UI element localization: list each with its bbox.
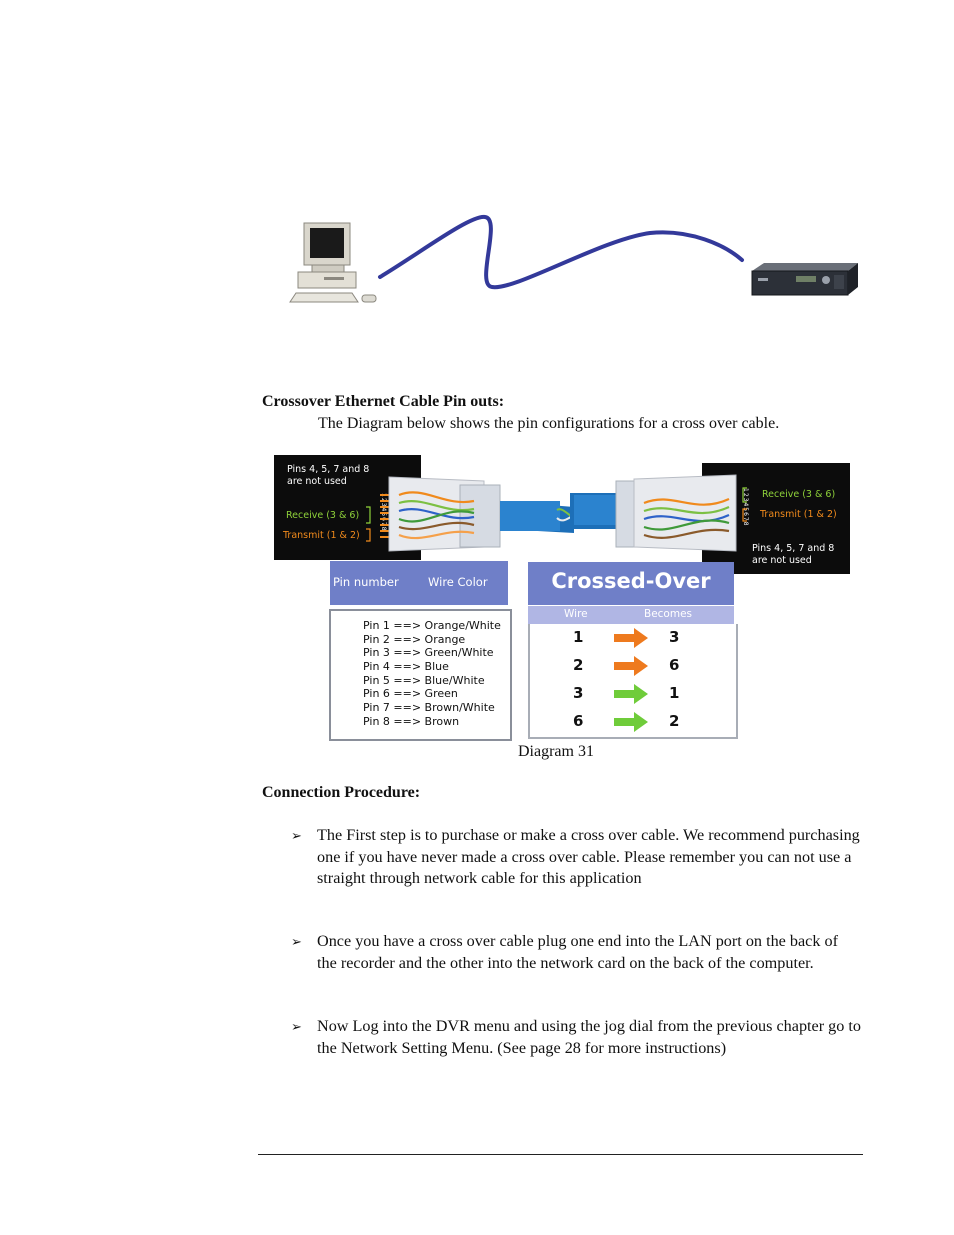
arrow-bullet-icon: ➢: [291, 934, 302, 949]
right-transmit-label: Transmit (1 & 2): [760, 509, 837, 520]
right-pin-digits: 12345678: [742, 488, 749, 527]
crossed-over-header: Crossed-Over: [528, 562, 734, 605]
pin-number-header: Pin number: [333, 575, 399, 589]
procedure-step-text: The First step is to purchase or make a …: [317, 826, 860, 887]
left-not-used-label-2: are not used: [287, 476, 347, 487]
pin-table-body: Pin 1 ==> Orange/White Pin 2 ==> Orange …: [329, 609, 512, 741]
right-receive-label: Receive (3 & 6): [762, 489, 836, 500]
crossover-heading: Crossover Ethernet Cable Pin outs:: [262, 393, 505, 410]
footer-rule: [258, 1154, 863, 1155]
right-not-used-label-2: are not used: [752, 555, 812, 566]
becomes-number: 2: [669, 712, 680, 730]
wire-color-header: Wire Color: [428, 575, 488, 589]
crossed-over-subheader: Wire Becomes: [528, 606, 734, 624]
right-arrow-icon: [614, 684, 648, 704]
left-not-used-label-1: Pins 4, 5, 7 and 8: [287, 464, 370, 475]
rj45-connector-illustration: [366, 474, 747, 552]
pin-row: Pin 8 ==> Brown: [363, 715, 460, 728]
becomes-number: 3: [669, 628, 680, 646]
network-connection-figure: [289, 214, 858, 303]
wire-column-header: Wire: [564, 608, 588, 620]
desktop-computer-icon: [289, 222, 377, 303]
pin-row: Pin 1 ==> Orange/White: [363, 619, 501, 632]
wire-number: 2: [573, 656, 584, 674]
procedure-step-text: Now Log into the DVR menu and using the …: [317, 1017, 861, 1057]
crossed-over-body: 1 3 2 6 3 1 6 2: [528, 624, 738, 739]
procedure-step-3: ➢ Now Log into the DVR menu and using th…: [291, 1016, 861, 1059]
pin-row: Pin 5 ==> Blue/White: [363, 674, 485, 687]
pin-row: Pin 6 ==> Green: [363, 687, 458, 700]
diagram-caption: Diagram 31: [518, 743, 594, 760]
left-receive-label: Receive (3 & 6): [286, 510, 360, 521]
network-cable: [378, 214, 744, 290]
right-arrow-icon: [614, 656, 648, 676]
pin-row: Pin 4 ==> Blue: [363, 660, 449, 673]
crossover-arrows: [614, 628, 648, 732]
procedure-step-2: ➢ Once you have a cross over cable plug …: [291, 931, 861, 974]
left-transmit-label: Transmit (1 & 2): [283, 530, 360, 541]
crossed-over-title: Crossed-Over: [551, 569, 711, 593]
pin-row: Pin 3 ==> Green/White: [363, 646, 494, 659]
procedure-step-1: ➢ The First step is to purchase or make …: [291, 825, 861, 890]
becomes-column-header: Becomes: [644, 608, 693, 620]
becomes-number: 1: [669, 684, 680, 702]
connection-procedure-heading: Connection Procedure:: [262, 784, 421, 801]
dvr-recorder-icon: [751, 263, 858, 296]
pin-row: Pin 2 ==> Orange: [363, 633, 466, 646]
right-arrow-icon: [614, 712, 648, 732]
right-not-used-label-1: Pins 4, 5, 7 and 8: [752, 543, 835, 554]
wire-number: 3: [573, 684, 584, 702]
pin-table-header: Pin number Wire Color: [330, 561, 508, 605]
wire-number: 6: [573, 712, 584, 730]
becomes-number: 6: [669, 656, 680, 674]
procedure-step-text: Once you have a cross over cable plug on…: [317, 932, 838, 972]
right-arrow-icon: [614, 628, 648, 648]
crossover-intro: The Diagram below shows the pin configur…: [318, 415, 780, 432]
arrow-bullet-icon: ➢: [291, 828, 302, 843]
pin-row: Pin 7 ==> Brown/White: [363, 701, 495, 714]
crossover-pinout-diagram: Pins 4, 5, 7 and 8 are not used Receive …: [274, 455, 850, 741]
wire-number: 1: [573, 628, 584, 646]
arrow-bullet-icon: ➢: [291, 1019, 302, 1034]
